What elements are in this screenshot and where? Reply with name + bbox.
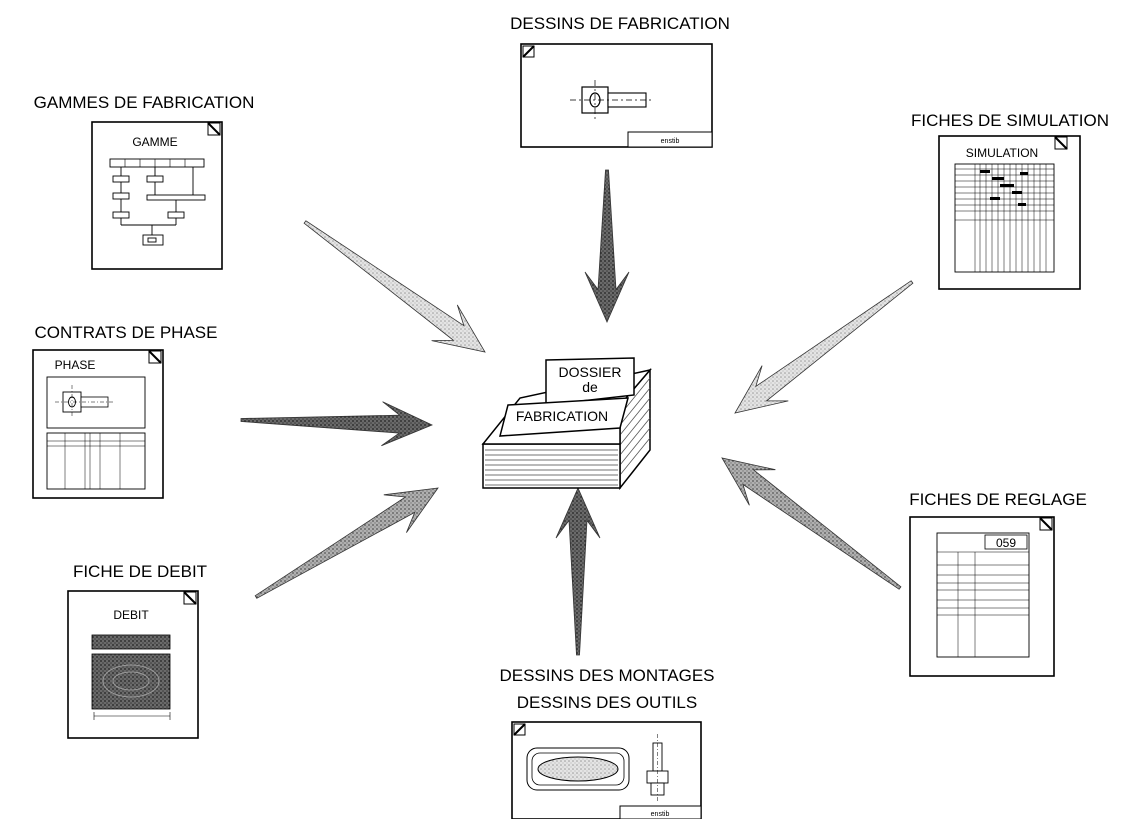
gammes-doc-title: GAMME	[132, 135, 177, 149]
debit-doc-title: DEBIT	[113, 608, 149, 622]
corner-mark-icon	[207, 122, 221, 136]
arrow-from-debit	[254, 487, 439, 599]
corner-mark-icon	[522, 45, 535, 58]
arrow-from-montages	[555, 487, 601, 656]
arrow-from-dessins-fab	[584, 169, 630, 323]
montages-label-line1: DESSINS DES MONTAGES	[499, 666, 714, 685]
corner-mark-icon	[513, 723, 526, 736]
dessins-fabrication-label: DESSINS DE FABRICATION	[510, 14, 730, 33]
source-dessins-montages-outils: DESSINS DES MONTAGES DESSINS DES OUTILS …	[499, 666, 715, 819]
montages-label-line2: DESSINS DES OUTILS	[517, 693, 697, 712]
corner-mark-icon	[1054, 136, 1068, 150]
contrats-doc-title: PHASE	[55, 358, 96, 372]
reglage-doc-number: 059	[996, 536, 1016, 550]
montages-stamp: enstib	[651, 811, 670, 818]
arrow-from-gammes	[303, 220, 486, 353]
corner-mark-icon	[183, 591, 197, 605]
arrow-from-simulation	[734, 280, 914, 414]
arrow-from-contrats	[240, 401, 433, 447]
reglage-label: FICHES DE REGLAGE	[909, 490, 1087, 509]
dossier-title-line1: DOSSIER	[558, 364, 621, 380]
dossier-title-line2: de	[582, 379, 598, 395]
debit-label: FICHE DE DEBIT	[73, 562, 207, 581]
dessins-fabrication-stamp: enstib	[661, 138, 680, 145]
arrow-from-reglage	[721, 457, 902, 590]
dossier-fabrication-stack: DOSSIER de FABRICATION	[481, 357, 653, 491]
contrats-label: CONTRATS DE PHASE	[35, 323, 218, 342]
dossier-title-line3: FABRICATION	[516, 408, 608, 424]
source-fiche-debit: FICHE DE DEBIT DEBIT	[67, 562, 207, 739]
source-fiches-simulation: FICHES DE SIMULATION SIMULATION	[911, 111, 1109, 290]
gammes-label: GAMMES DE FABRICATION	[34, 93, 255, 112]
source-fiches-reglage: FICHES DE REGLAGE 059	[909, 490, 1087, 677]
source-gammes-fabrication: GAMMES DE FABRICATION GAMME	[34, 93, 255, 270]
simulation-doc-title: SIMULATION	[966, 146, 1038, 160]
simulation-label: FICHES DE SIMULATION	[911, 111, 1109, 130]
corner-mark-icon	[148, 350, 162, 364]
source-dessins-fabrication: DESSINS DE FABRICATION enstib	[510, 14, 730, 148]
corner-mark-icon	[1039, 517, 1053, 531]
source-contrats-phase: CONTRATS DE PHASE PHASE	[32, 323, 218, 499]
